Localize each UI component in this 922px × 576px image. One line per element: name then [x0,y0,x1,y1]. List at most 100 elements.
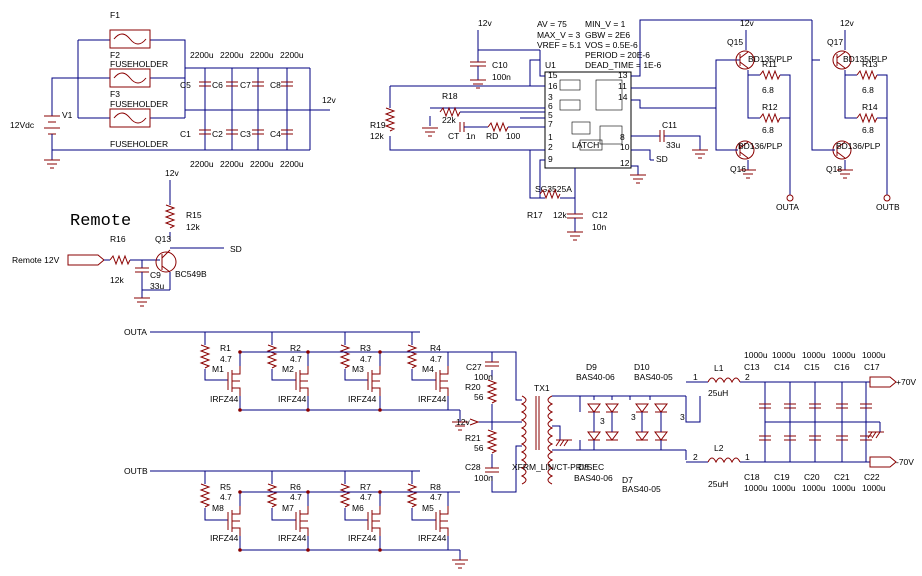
r12-ref: R12 [762,102,778,112]
gate-res-ref: R3 [360,343,371,353]
u1-latch: LATCH [572,140,599,150]
u1-pin: 11 [618,81,627,91]
r16-value: 12k [110,275,124,285]
r12-value: 6.8 [762,125,774,135]
u1-param-period: PERIOD = 20E-6 [585,50,650,60]
transistor-q17: Q17 BD135/PLP [827,37,888,70]
r18-ref: R18 [442,91,458,101]
net-12v-label: 12v [740,18,754,28]
r11-ref: R11 [762,59,777,69]
gate-res-value: 4.7 [430,354,442,364]
c12-value: 10n [592,222,606,232]
mosfet-part: IRFZ44 [418,533,447,543]
c10-ref: C10 [492,60,508,70]
cap-ref: C1 [180,129,191,139]
net-outb-label: OUTB [876,202,900,212]
mosfet-ref: M1 [212,364,224,374]
gate-res-ref: R2 [290,343,301,353]
ct-ref: CT [448,131,459,141]
fuse-f3: F3 FUSEHOLDER FUSEHOLDER [109,89,168,149]
u1-pin: 3 [548,92,553,102]
pin-number: 3 [631,412,636,422]
mosfet-ref: M8 [212,503,224,513]
diode-part: BAS40-05 [634,372,673,382]
u1-pin: 8 [620,132,625,142]
fuse-f1: F1 [109,10,151,49]
c10-value: 100n [492,72,511,82]
mosfet-part: IRFZ44 [210,533,239,543]
remote-title: Remote [70,212,131,231]
cap-ref: C4 [270,129,281,139]
c12-ref: C12 [592,210,608,220]
transformer-tx1: TX1 XFRM_LIN/CT-PRI/SEC [512,383,604,485]
l1-ref: L1 [714,363,724,373]
gate-res-ref: R7 [360,482,371,492]
cap-ref: C17 [864,362,880,372]
q13-ref: Q13 [155,234,171,244]
q-ref: Q16 [730,164,746,174]
u1-param-vos: VOS = 0.5E-6 [585,40,638,50]
c9-value: 33u [150,281,164,291]
q-part: BD136/PLP [738,141,783,151]
pin-number: 3 [600,416,605,426]
output-filter: L1 25uH L2 25uH 1 2 2 1 +70V -70V 1000u … [686,350,916,493]
c28-value: 100n [474,473,493,483]
gate-res-ref: R1 [220,343,231,353]
u1-pin: 14 [618,92,628,102]
c11-ref: C11 [662,120,677,130]
gate-res-ref: R4 [430,343,441,353]
fuse-label: FUSEHOLDER [110,99,168,109]
c11-value: 33u [666,140,680,150]
u1-pin: 13 [618,70,628,80]
input-section: F1 F2 FUSEHOLDER F3 FUSEHOLDER FUSEHOLDE… [10,10,336,169]
gate-res-value: 4.7 [220,492,232,502]
transistor-q13: Q13 BC549B [155,234,207,279]
gate-res-value: 4.7 [360,354,372,364]
u1-pin: 16 [548,81,558,91]
diode-ref: D9 [586,362,597,372]
pin-number: 3 [680,412,685,422]
r14-ref: R14 [862,102,878,112]
diode-ref: D7 [622,475,633,485]
mosfet-ref: M3 [352,364,364,374]
u1-param-av: AV = 75 [537,19,567,29]
diode-part: BAS40-05 [622,484,661,494]
r16-ref: R16 [110,234,126,244]
net-sd-label: SD [656,154,668,164]
rd-ref: RD [486,131,498,141]
c28-ref: C28 [465,462,481,472]
net-12v-label: 12v [840,18,854,28]
u1-pin: 6 [548,101,553,111]
u1-pin: 10 [620,142,630,152]
r17-value: 12k [553,210,567,220]
cap-ref: C8 [270,80,281,90]
u1-pin: 2 [548,142,553,152]
r20-ref: R20 [465,382,481,392]
net-minus70-label: -70V [896,457,914,467]
r13-value: 6.8 [862,85,874,95]
cap-value: 2200u [280,50,304,60]
u1-param-max-v: MAX_V = 3 [537,30,581,40]
cap-ref: C16 [834,362,850,372]
gate-res-ref: R6 [290,482,301,492]
u1-pin: 12 [620,158,630,168]
u1-part: SG3525A [535,184,572,194]
l2-value: 25uH [708,479,728,489]
cap-ref: C14 [774,362,790,372]
mosfet-ref: M4 [422,364,434,374]
net-sd-label: SD [230,244,242,254]
cap-value: 1000u [832,350,856,360]
cap-value: 1000u [744,483,768,493]
q-part: BD135/PLP [748,54,793,64]
q-ref: Q18 [826,164,842,174]
net-12v-label: 12v [322,95,336,105]
ct-value: 1n [466,131,476,141]
mosfet-ref: M6 [352,503,364,513]
cap-value: 2200u [220,159,244,169]
r13-ref: R13 [862,59,878,69]
net-12v-label: 12v [478,18,492,28]
diode-part: BAS40-06 [576,372,615,382]
gate-res-ref: R5 [220,482,231,492]
mosfet-part: IRFZ44 [278,394,307,404]
driver-section: 12v 12v Q15 BD135/PLP R11 6.8 R12 6.8 Q1… [686,18,900,212]
